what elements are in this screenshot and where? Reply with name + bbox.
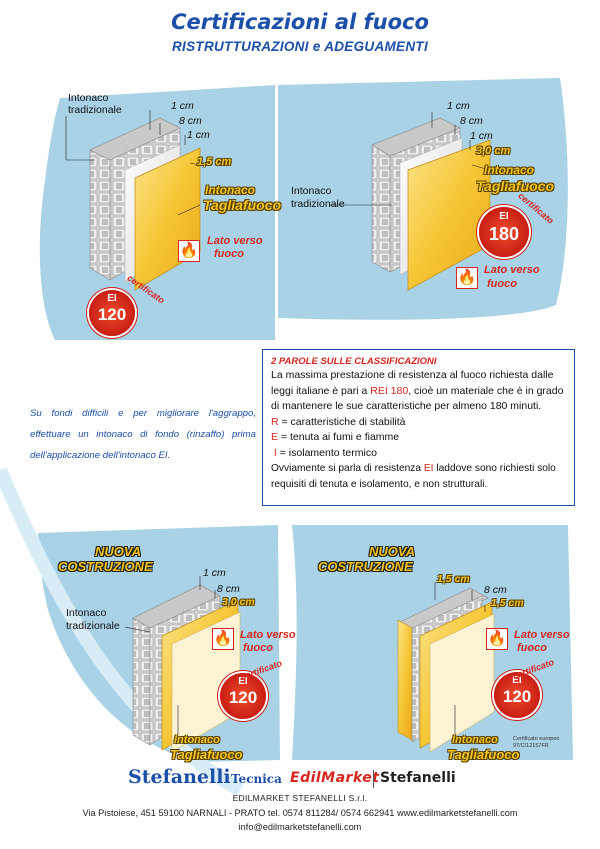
p2-seal-rating: 180 bbox=[488, 224, 520, 244]
info-para2-a: Ovviamente si parla di resistenza bbox=[271, 463, 424, 474]
p2-dim-2: 8 cm bbox=[460, 115, 483, 127]
classification-info-box: 2 PAROLE SULLE CLASSIFICAZIONI La massim… bbox=[262, 349, 575, 506]
p1-intonaco-trad-2: tradizionale bbox=[68, 104, 122, 116]
p3-nuova-1: NUOVA bbox=[95, 544, 141, 559]
page-subtitle: RISTRUTTURAZIONI e ADEGUAMENTI bbox=[172, 39, 428, 54]
info-e-text: = tenuta ai fumi e fiamme bbox=[278, 431, 400, 443]
p1-taglia-2: Tagliafuoco bbox=[203, 197, 282, 213]
p2-dim-3: 1 cm bbox=[470, 130, 493, 142]
info-para2: Ovviamente si parla di resistenza EI lad… bbox=[271, 461, 566, 492]
p4-cert-europe-1: Certificato europeo bbox=[513, 736, 560, 742]
p4-dim-2: 8 cm bbox=[484, 584, 507, 596]
p3-dim-1: 1 cm bbox=[203, 567, 226, 579]
p3-intonaco-trad-2: tradizionale bbox=[66, 620, 120, 632]
p4-seal-ei: EI bbox=[512, 675, 522, 686]
fire-warning-icon: 🔥 bbox=[486, 628, 508, 650]
info-para2-b: laddove sono richiesti solo requisiti di… bbox=[271, 463, 556, 490]
brand-stefanelli-tecnica: Stefanelli bbox=[128, 766, 231, 788]
p3-taglia-1: Intonaco bbox=[174, 734, 220, 746]
p1-dim-1: 1 cm bbox=[171, 100, 194, 112]
p4-taglia-2: Tagliafuoco bbox=[447, 747, 520, 762]
primer-note: Su fondi difficili e per migliorare l'ag… bbox=[30, 408, 256, 461]
p3-seal-rating: 120 bbox=[228, 688, 258, 707]
certificate-seal-icon bbox=[479, 207, 529, 257]
p4-nuova-2: COSTRUZIONE bbox=[318, 559, 413, 574]
p2-lato-2: fuoco bbox=[487, 278, 517, 290]
p2-dim-4: 3,0 cm bbox=[476, 145, 511, 157]
p2-seal-ei: EI bbox=[499, 211, 509, 222]
info-i-line: I = isolamento termico bbox=[271, 446, 566, 462]
p1-seal-ei: EI bbox=[107, 293, 117, 304]
info-ei: EI bbox=[423, 463, 434, 474]
p1-lato-1: Lato verso bbox=[207, 235, 263, 247]
p1-taglia-1: Intonaco bbox=[205, 183, 255, 197]
p1-seal-rating: 120 bbox=[97, 305, 127, 324]
p3-lato-1: Lato verso bbox=[240, 629, 296, 641]
info-para1-a: La massima prestazione di resistenza al … bbox=[271, 369, 554, 397]
panel4-wall bbox=[397, 587, 495, 753]
p4-taglia-1: Intonaco bbox=[452, 734, 498, 746]
p3-dim-3: 3,0 cm bbox=[222, 596, 255, 608]
certificate-seal-icon bbox=[89, 290, 135, 336]
p4-dim-3: 1,5 cm bbox=[491, 597, 524, 609]
info-r-text: = caratteristiche di stabilità bbox=[278, 415, 406, 428]
p4-cert-europe-2: 97/C/12157FR bbox=[513, 743, 549, 749]
brand-stefanelli: Stefanelli bbox=[380, 770, 456, 786]
p3-dim-2: 8 cm bbox=[217, 583, 240, 595]
p3-seal-ei: EI bbox=[238, 676, 248, 687]
decorative-arc bbox=[0, 467, 244, 797]
p1-dim-4: 1,5 cm bbox=[197, 156, 232, 168]
p4-lato-2: fuoco bbox=[517, 642, 547, 654]
footer-address: Via Pistoiese, 451 59100 NARNALI - PRATO… bbox=[82, 808, 518, 818]
fire-warning-icon: 🔥 bbox=[212, 628, 234, 650]
page-title: Certificazioni al fuoco bbox=[171, 10, 429, 34]
p1-lato-2: fuoco bbox=[214, 248, 244, 260]
p1-dim-2: 8 cm bbox=[179, 115, 202, 127]
brand-edilmarket: EdilMarket bbox=[290, 770, 380, 786]
info-r-letter: R bbox=[271, 415, 279, 428]
p2-dim-1: 1 cm bbox=[447, 100, 470, 112]
info-i-letter: I bbox=[273, 446, 277, 459]
p3-intonaco-trad-1: Intonaco bbox=[66, 607, 107, 619]
info-e-letter: E bbox=[271, 431, 279, 443]
panel2-wall bbox=[371, 117, 491, 291]
info-e-line: E = tenuta ai fumi e fiamme bbox=[271, 430, 566, 446]
certificate-seal-icon bbox=[220, 673, 266, 719]
p2-taglia-1: Intonaco bbox=[484, 163, 534, 177]
p3-nuova-2: COSTRUZIONE bbox=[58, 559, 153, 574]
p2-intonaco-trad-2: tradizionale bbox=[291, 198, 345, 210]
info-rei: REI 180 bbox=[370, 384, 409, 397]
p1-intonaco-trad-1: Intonaco bbox=[68, 92, 109, 104]
info-title: 2 PAROLE SULLE CLASSIFICAZIONI bbox=[271, 356, 437, 367]
p4-seal-rating: 120 bbox=[502, 687, 532, 706]
footer-company: EDILMARKET STEFANELLI S.r.l. bbox=[232, 793, 368, 803]
p2-taglia-2: Tagliafuoco bbox=[476, 178, 555, 194]
info-para1-b: , cioè un materiale che è in grado di ma… bbox=[271, 384, 564, 413]
p3-taglia-2: Tagliafuoco bbox=[170, 747, 243, 762]
info-i-text: = isolamento termico bbox=[276, 446, 377, 459]
p4-dim-1: 1,5 cm bbox=[437, 573, 470, 585]
footer-email: info@edilmarketstefanelli.com bbox=[238, 822, 362, 832]
brand-tecnica: Tecnica bbox=[231, 772, 282, 786]
p2-intonaco-trad-1: Intonaco bbox=[291, 185, 332, 197]
p2-lato-1: Lato verso bbox=[484, 264, 540, 276]
fire-warning-icon: 🔥 bbox=[456, 267, 478, 289]
p1-dim-3: 1 cm bbox=[187, 129, 210, 141]
fire-warning-icon: 🔥 bbox=[178, 240, 200, 262]
info-para1: La massima prestazione di resistenza al … bbox=[271, 368, 566, 415]
brand-divider bbox=[373, 770, 374, 788]
panel1-wall bbox=[89, 117, 201, 291]
info-r-line: R = caratteristiche di stabilità bbox=[271, 415, 566, 431]
p4-lato-1: Lato verso bbox=[514, 629, 570, 641]
p3-lato-2: fuoco bbox=[243, 642, 273, 654]
certificate-seal-icon bbox=[494, 672, 540, 718]
footer-brand-row: Stefanelli Tecnica EdilMarket Stefanelli bbox=[0, 766, 600, 796]
p4-nuova-1: NUOVA bbox=[369, 544, 415, 559]
